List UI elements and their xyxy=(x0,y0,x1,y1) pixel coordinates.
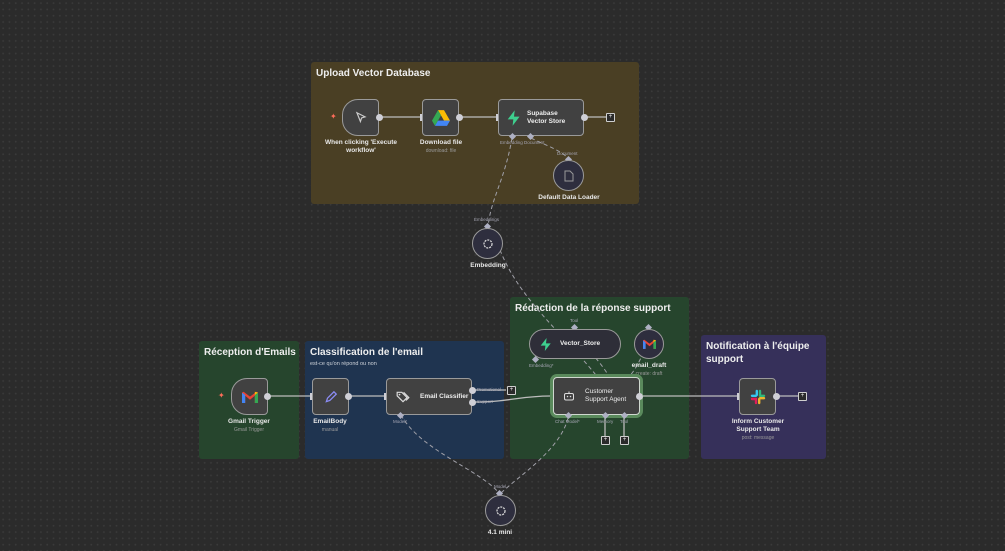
sticky-title: Rédaction de la réponse support xyxy=(515,303,671,314)
sticky-title: Notification à l'équipe support xyxy=(706,341,810,365)
node-slack[interactable] xyxy=(739,378,776,415)
node-label: Default Data Loader xyxy=(538,194,600,201)
port-label: Model xyxy=(494,484,507,489)
node-manual-trigger[interactable] xyxy=(342,99,379,136)
node-label: Embedding xyxy=(470,262,506,269)
supabase-icon xyxy=(507,109,520,126)
port-label: Embedding Document xyxy=(500,140,545,145)
slack-icon xyxy=(750,389,765,404)
sticky-subtitle: est-ce qu'on répond ou non xyxy=(310,361,377,367)
port-label: Embeddings xyxy=(474,217,500,222)
node-label: When clicking 'Execute workflow' xyxy=(325,139,397,154)
port-label: Tool xyxy=(570,318,579,323)
node-label: Email Classifier xyxy=(420,392,469,400)
add-tool-button[interactable]: + xyxy=(620,436,629,445)
node-label: email_draft xyxy=(631,362,667,369)
cursor-icon xyxy=(355,111,367,123)
node-label: Customer Support Agent xyxy=(585,388,627,403)
node-email-body[interactable] xyxy=(312,378,349,415)
node-gmail-trigger[interactable] xyxy=(231,378,268,415)
node-email-draft[interactable] xyxy=(634,329,664,359)
output-handle[interactable] xyxy=(581,114,588,121)
node-label: 4.1 mini xyxy=(487,529,513,536)
port-label: Document xyxy=(557,151,578,156)
node-download-file[interactable] xyxy=(422,99,459,136)
add-node-button[interactable]: + xyxy=(606,113,615,122)
openai-icon xyxy=(495,505,506,516)
input-handle[interactable] xyxy=(550,393,553,400)
port-label: Memory xyxy=(597,419,614,424)
node-default-data-loader[interactable] xyxy=(553,160,584,191)
sticky-title: Réception d'Emails xyxy=(204,347,296,358)
trigger-bolt-icon: ✦ xyxy=(330,112,337,121)
node-label: Inform Customer Support Team xyxy=(731,418,785,433)
input-handle[interactable] xyxy=(384,393,387,400)
node-label: Gmail Trigger xyxy=(228,418,270,425)
gmail-icon xyxy=(241,391,258,403)
output-handle[interactable] xyxy=(456,114,463,121)
node-4-1-mini[interactable] xyxy=(485,495,516,526)
node-sublabel: create: draft xyxy=(635,371,663,377)
trigger-bolt-icon: ✦ xyxy=(218,391,225,400)
node-sublabel: download: file xyxy=(425,148,457,154)
google-drive-icon xyxy=(431,109,450,126)
input-handle[interactable] xyxy=(496,114,499,121)
sticky-reception-emails[interactable]: Réception d'Emails xyxy=(199,341,299,459)
promotional-output-handle[interactable] xyxy=(469,387,476,394)
node-sublabel: post: message xyxy=(741,435,775,441)
support-output-handle[interactable] xyxy=(469,399,476,406)
output-handle[interactable] xyxy=(376,114,383,121)
node-sublabel: Gmail Trigger xyxy=(233,427,264,433)
port-label: Embedding* xyxy=(529,363,554,368)
node-vector-store[interactable]: Vector_Store xyxy=(529,329,621,359)
port-label: Chat Model* xyxy=(555,419,580,424)
node-label: Vector_Store xyxy=(560,340,601,347)
openai-icon xyxy=(482,238,493,249)
input-handle[interactable] xyxy=(310,393,313,400)
output-label: Support xyxy=(477,399,493,404)
gmail-icon xyxy=(642,339,656,349)
tags-icon xyxy=(396,391,410,402)
sticky-title: Classification de l'email xyxy=(310,347,423,358)
sticky-title: Upload Vector Database xyxy=(316,68,431,79)
node-customer-support-agent[interactable]: Customer Support Agent xyxy=(553,377,640,415)
document-icon xyxy=(564,170,573,181)
add-memory-button[interactable]: + xyxy=(601,436,610,445)
node-label: Supabase Vector Store xyxy=(527,109,566,125)
input-handle[interactable] xyxy=(420,114,423,121)
output-handle[interactable] xyxy=(345,393,352,400)
add-node-button[interactable]: + xyxy=(507,386,516,395)
pencil-icon xyxy=(324,390,337,403)
port-label: Model* xyxy=(393,419,408,424)
output-handle[interactable] xyxy=(636,393,643,400)
add-node-button[interactable]: + xyxy=(798,392,807,401)
node-label: Download file xyxy=(419,139,463,146)
node-sublabel: manual xyxy=(321,427,339,433)
supabase-icon xyxy=(540,337,551,351)
robot-icon xyxy=(564,391,574,401)
output-handle[interactable] xyxy=(773,393,780,400)
port-label: Tool xyxy=(620,419,629,424)
node-label: EmailBody xyxy=(313,418,347,425)
node-embedding[interactable] xyxy=(472,228,503,259)
node-supabase-vector-store[interactable]: Supabase Vector Store xyxy=(498,99,584,136)
output-label: Promotional xyxy=(477,387,502,392)
output-handle[interactable] xyxy=(264,393,271,400)
input-handle[interactable] xyxy=(737,393,740,400)
node-email-classifier[interactable]: Email Classifier xyxy=(386,378,472,415)
